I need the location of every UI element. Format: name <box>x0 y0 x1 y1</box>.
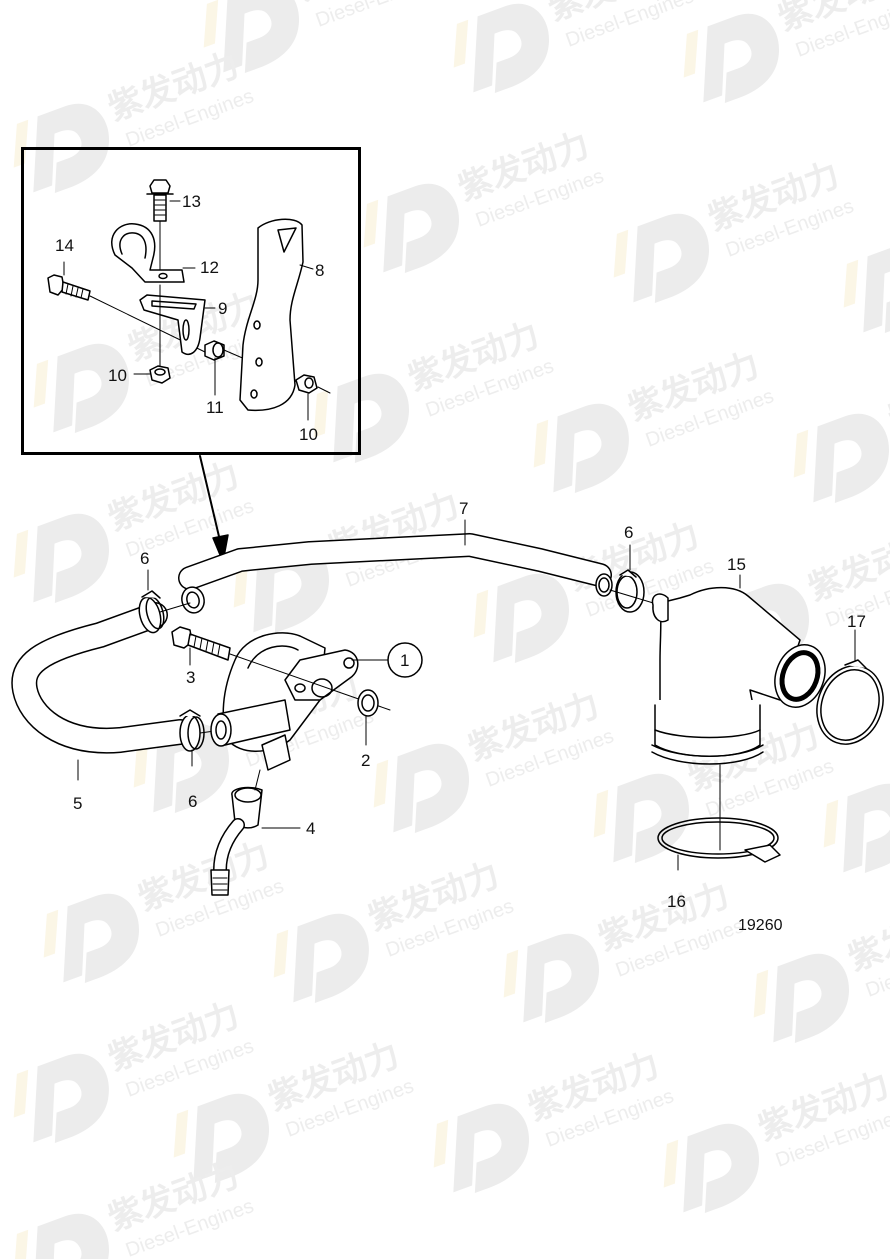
bolt-3-icon <box>171 626 391 711</box>
callout-7: 7 <box>459 499 469 518</box>
detail-pointer-arrow <box>199 455 229 563</box>
bolt-14-icon <box>47 274 206 353</box>
u-hose-5-icon <box>11 602 193 754</box>
callout-2: 2 <box>361 751 371 770</box>
callout-13: 13 <box>182 192 201 211</box>
figure-id: 19260 <box>738 917 783 934</box>
detail-inset-box <box>21 147 361 455</box>
nut-10-right-icon <box>295 374 331 394</box>
p-clamp-12-icon <box>111 223 185 283</box>
mounting-plate-8-icon <box>239 218 304 412</box>
o-ring-2-icon <box>357 689 379 717</box>
callout-10-left: 10 <box>108 366 127 385</box>
vent-hose-7-icon <box>178 533 613 614</box>
hose-connector-4-icon <box>210 769 263 896</box>
bolt-13-icon <box>146 179 174 276</box>
callout-12: 12 <box>200 258 219 277</box>
elbow-housing-15-icon <box>650 586 826 851</box>
hose-clamp-6-upper-icon <box>138 590 191 634</box>
hose-clamp-17-icon <box>816 659 884 745</box>
callout-15: 15 <box>727 555 746 574</box>
angle-bracket-9-icon <box>139 284 206 369</box>
callout-10-right: 10 <box>299 425 318 444</box>
callout-8: 8 <box>315 261 325 280</box>
callout-1: 1 <box>400 651 410 670</box>
callout-4: 4 <box>306 819 316 838</box>
hose-clamp-16-icon <box>657 817 781 863</box>
callout-6-lower: 6 <box>188 792 198 811</box>
callout-3: 3 <box>186 668 196 687</box>
callout-5: 5 <box>73 794 83 813</box>
hose-clamp-6-lower-icon <box>179 709 223 752</box>
callout-16: 16 <box>667 892 686 911</box>
callout-6-right: 6 <box>624 523 634 542</box>
callout-circle-1 <box>387 642 423 678</box>
callout-11: 11 <box>206 398 224 417</box>
oil-trap-housing-1-icon <box>210 632 359 771</box>
hose-clamp-6-right-icon <box>609 569 661 613</box>
callout-17: 17 <box>847 612 866 631</box>
callout-9: 9 <box>218 299 228 318</box>
callout-14: 14 <box>55 236 74 255</box>
callout-6-upper: 6 <box>140 549 150 568</box>
nut-10-left-icon <box>149 365 171 384</box>
